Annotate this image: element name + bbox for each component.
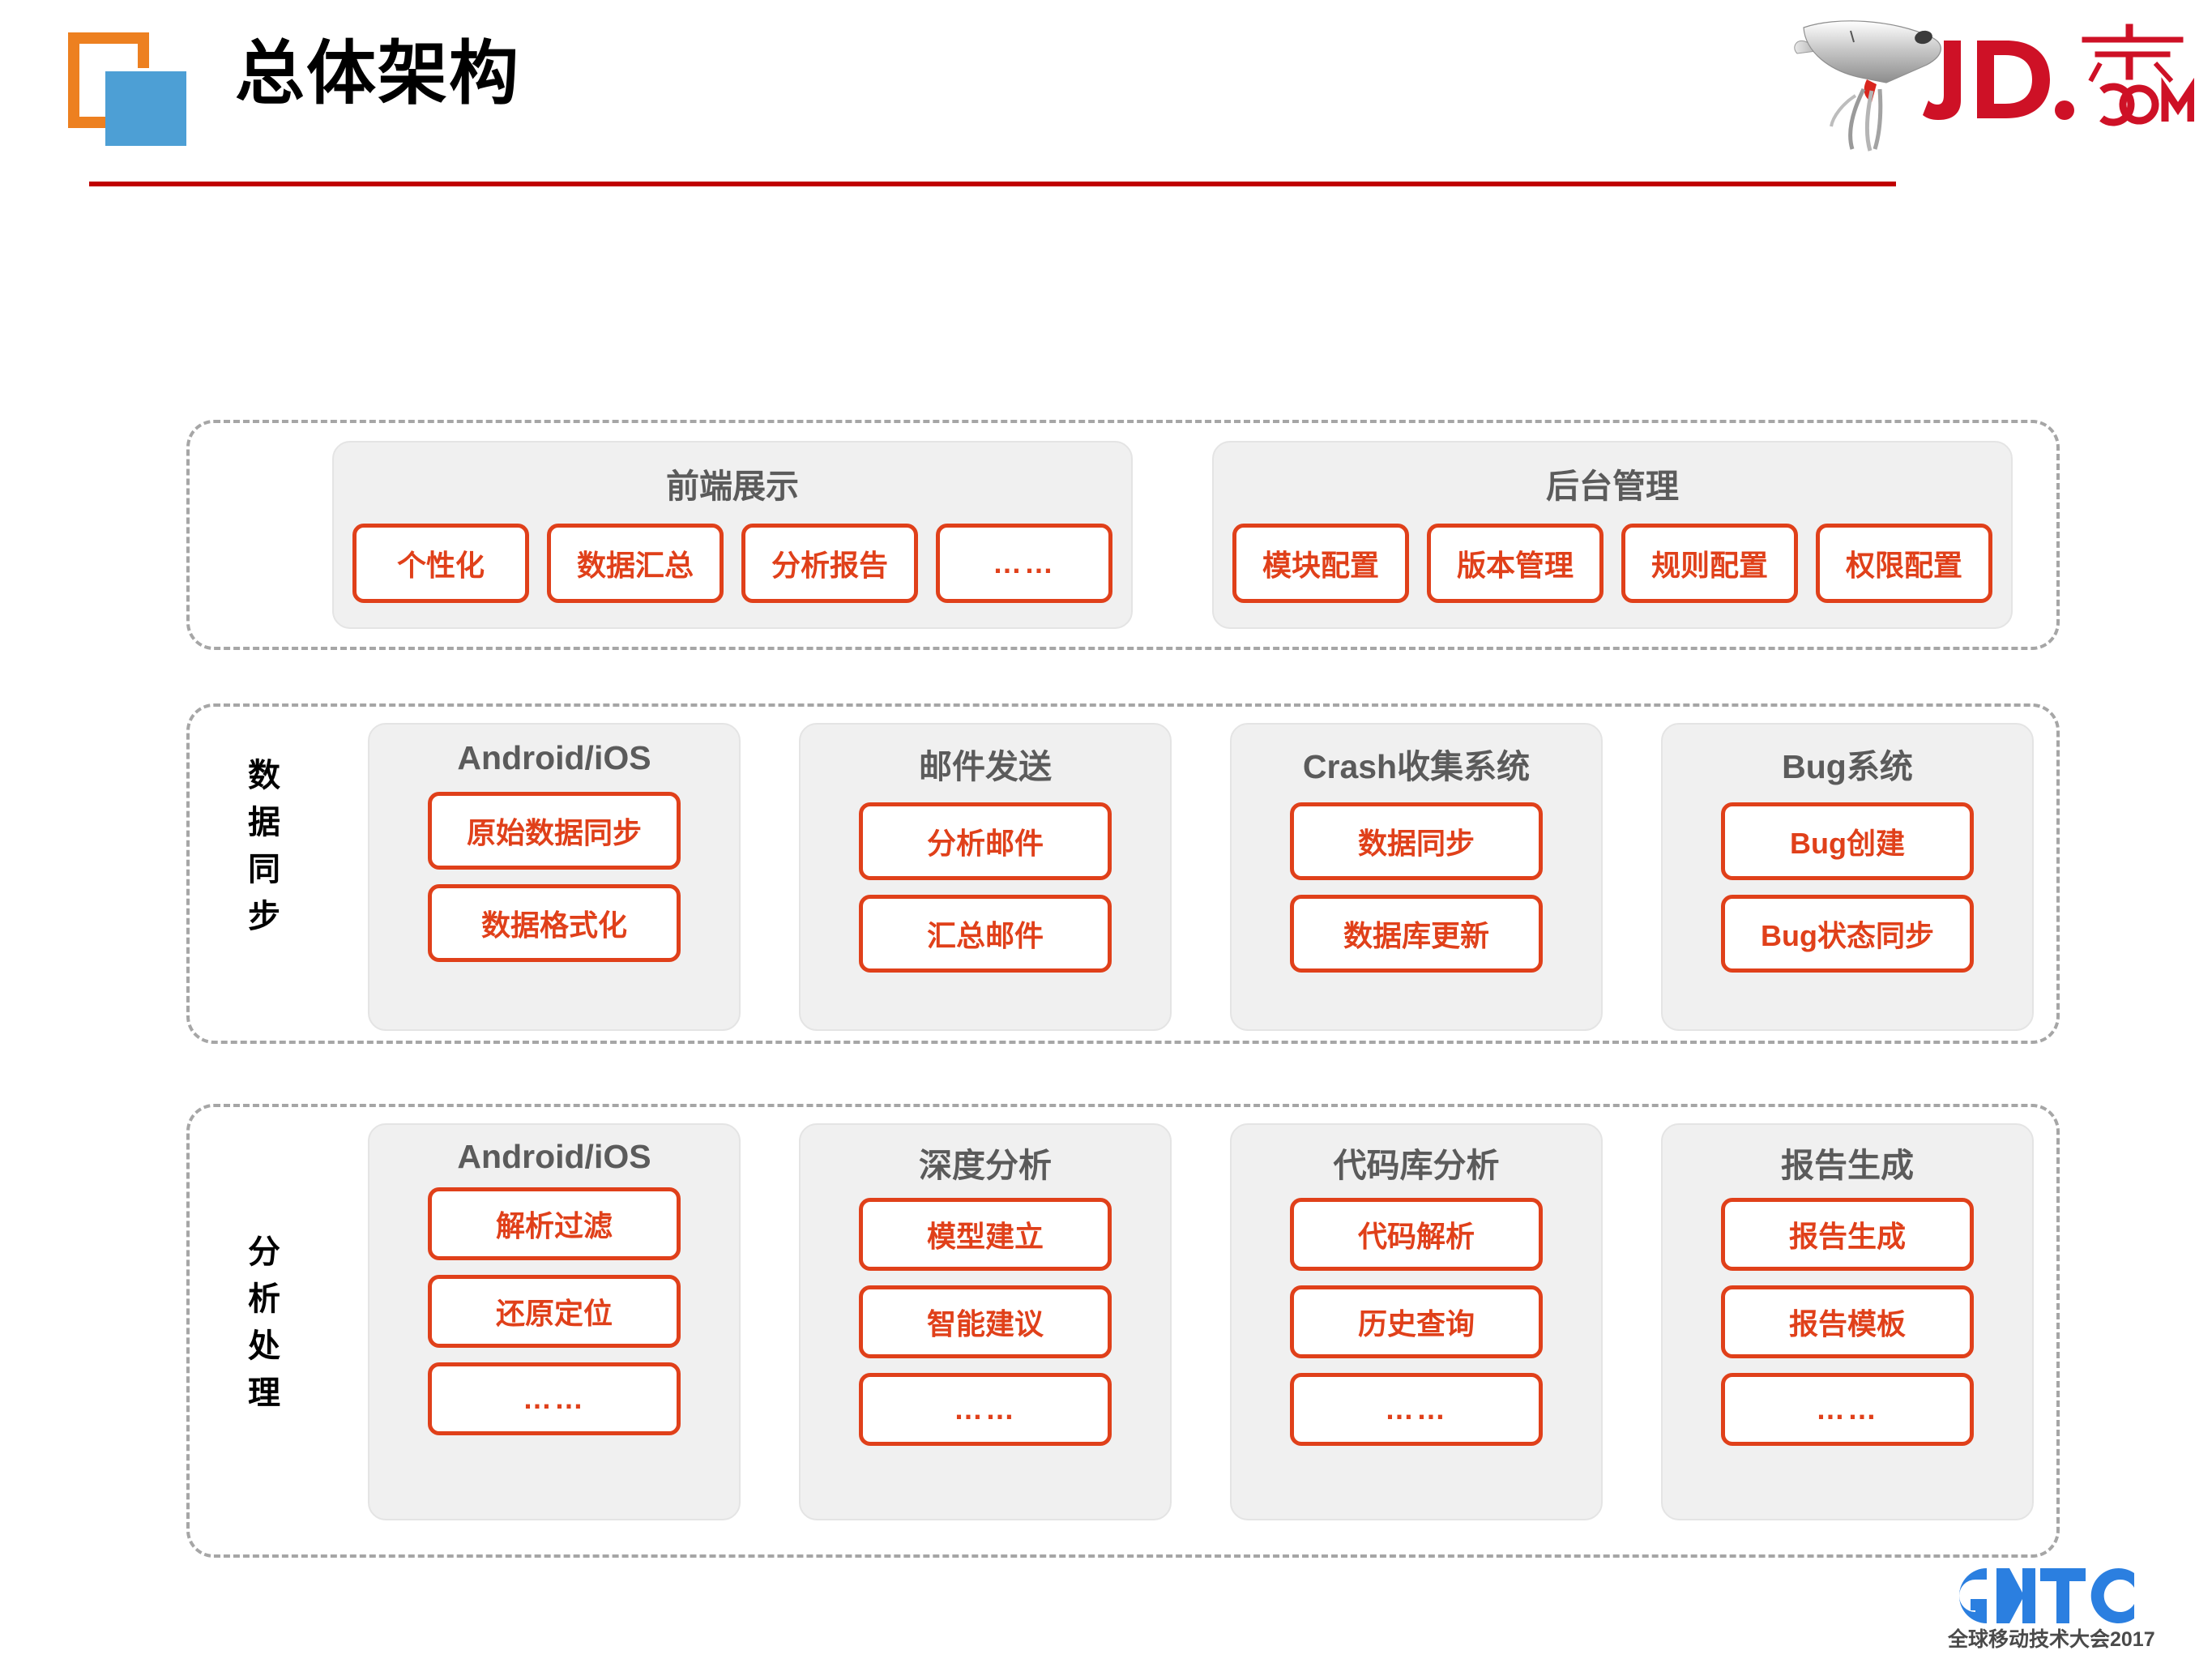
chip-item[interactable]: 解析过滤 bbox=[428, 1187, 681, 1260]
chip-item[interactable]: 数据汇总 bbox=[547, 524, 724, 603]
section-presentation-layer: 前端展示 个性化 数据汇总 分析报告 …… 后台管理 模块配置 版本管理 规则配… bbox=[186, 420, 2060, 650]
chip-item[interactable]: 模块配置 bbox=[1232, 524, 1409, 603]
group-title: 代码库分析 bbox=[1333, 1147, 1500, 1184]
chip-item-ellipsis[interactable]: …… bbox=[859, 1373, 1112, 1446]
gmtc-conference-logo: 全球移动技术大会2017 bbox=[1943, 1563, 2201, 1654]
group-mail-sending: 邮件发送 分析邮件 汇总邮件 bbox=[799, 723, 1172, 1031]
group-deep-analysis: 深度分析 模型建立 智能建议 …… bbox=[799, 1123, 1172, 1520]
chip-item[interactable]: 版本管理 bbox=[1427, 524, 1603, 603]
chip-column: 数据同步 数据库更新 bbox=[1232, 802, 1601, 973]
chip-item[interactable]: 报告模板 bbox=[1721, 1285, 1974, 1358]
chip-item[interactable]: 智能建议 bbox=[859, 1285, 1112, 1358]
chip-item[interactable]: 历史查询 bbox=[1290, 1285, 1543, 1358]
chip-item[interactable]: Bug创建 bbox=[1721, 802, 1974, 880]
chip-column: 报告生成 报告模板 …… bbox=[1663, 1198, 2032, 1446]
row-label-data-sync: 数 据 同 步 bbox=[225, 752, 303, 940]
group-title: Crash收集系统 bbox=[1302, 748, 1531, 785]
row-label-char: 数 bbox=[248, 758, 280, 793]
chip-column: Bug创建 Bug状态同步 bbox=[1663, 802, 2032, 973]
page-title: 总体架构 bbox=[235, 35, 520, 113]
chip-item[interactable]: 汇总邮件 bbox=[859, 895, 1112, 973]
group-title: 报告生成 bbox=[1781, 1147, 1914, 1184]
chip-row: 模块配置 版本管理 规则配置 权限配置 bbox=[1214, 524, 2011, 603]
group-title: 深度分析 bbox=[919, 1147, 1052, 1184]
chip-column: 模型建立 智能建议 …… bbox=[801, 1198, 1170, 1446]
group-crash-collection: Crash收集系统 数据同步 数据库更新 bbox=[1230, 723, 1603, 1031]
chip-item-ellipsis[interactable]: …… bbox=[428, 1362, 681, 1435]
title-underline-rule bbox=[89, 182, 1896, 186]
row-label-char: 理 bbox=[248, 1375, 280, 1411]
decorative-logo-mark bbox=[58, 24, 198, 154]
group-title: Android/iOS bbox=[457, 739, 651, 776]
group-title: Bug系统 bbox=[1782, 748, 1913, 785]
chip-item-ellipsis[interactable]: …… bbox=[1290, 1373, 1543, 1446]
group-backend-management: 后台管理 模块配置 版本管理 规则配置 权限配置 bbox=[1212, 441, 2013, 629]
chip-item[interactable]: 数据库更新 bbox=[1290, 895, 1543, 973]
chip-item[interactable]: 原始数据同步 bbox=[428, 792, 681, 870]
group-title: 前端展示 bbox=[666, 468, 799, 505]
group-frontend-display: 前端展示 个性化 数据汇总 分析报告 …… bbox=[332, 441, 1133, 629]
chip-item[interactable]: 报告生成 bbox=[1721, 1198, 1974, 1271]
group-android-ios-analysis: Android/iOS 解析过滤 还原定位 …… bbox=[368, 1123, 741, 1520]
row-label-char: 析 bbox=[248, 1281, 280, 1317]
group-bug-system: Bug系统 Bug创建 Bug状态同步 bbox=[1661, 723, 2034, 1031]
section-analysis-processing: 分 析 处 理 Android/iOS 解析过滤 还原定位 …… 深度分析 模型… bbox=[186, 1104, 2060, 1558]
jd-brand-logo bbox=[1773, 5, 2194, 159]
chip-item[interactable]: 权限配置 bbox=[1816, 524, 1992, 603]
chip-item-ellipsis[interactable]: …… bbox=[936, 524, 1112, 603]
section-data-sync: 数 据 同 步 Android/iOS 原始数据同步 数据格式化 邮件发送 分析… bbox=[186, 703, 2060, 1044]
row-label-char: 据 bbox=[248, 805, 280, 840]
row-label-analysis: 分 析 处 理 bbox=[225, 1229, 303, 1417]
group-report-generation: 报告生成 报告生成 报告模板 …… bbox=[1661, 1123, 2034, 1520]
row-label-char: 步 bbox=[248, 899, 280, 934]
chip-column: 解析过滤 还原定位 …… bbox=[369, 1187, 739, 1435]
chip-item[interactable]: Bug状态同步 bbox=[1721, 895, 1974, 973]
chip-column: 代码解析 历史查询 …… bbox=[1232, 1198, 1601, 1446]
chip-column: 分析邮件 汇总邮件 bbox=[801, 802, 1170, 973]
chip-item[interactable]: 数据格式化 bbox=[428, 884, 681, 962]
chip-item[interactable]: 数据同步 bbox=[1290, 802, 1543, 880]
slide-header: 总体架构 bbox=[0, 0, 2212, 203]
chip-item-ellipsis[interactable]: …… bbox=[1721, 1373, 1974, 1446]
chip-item[interactable]: 模型建立 bbox=[859, 1198, 1112, 1271]
group-title: Android/iOS bbox=[457, 1138, 651, 1175]
chip-row: 个性化 数据汇总 分析报告 …… bbox=[334, 524, 1131, 603]
gmtc-subtitle: 全球移动技术大会2017 bbox=[1947, 1627, 2155, 1651]
chip-item[interactable]: 分析报告 bbox=[741, 524, 918, 603]
group-title: 邮件发送 bbox=[919, 748, 1052, 785]
group-android-ios-sync: Android/iOS 原始数据同步 数据格式化 bbox=[368, 723, 741, 1031]
chip-item[interactable]: 还原定位 bbox=[428, 1275, 681, 1348]
chip-item[interactable]: 规则配置 bbox=[1621, 524, 1798, 603]
row-label-char: 分 bbox=[248, 1234, 280, 1270]
chip-column: 原始数据同步 数据格式化 bbox=[369, 792, 739, 962]
group-codebase-analysis: 代码库分析 代码解析 历史查询 …… bbox=[1230, 1123, 1603, 1520]
group-title: 后台管理 bbox=[1546, 468, 1679, 505]
chip-item[interactable]: 分析邮件 bbox=[859, 802, 1112, 880]
chip-item[interactable]: 个性化 bbox=[352, 524, 529, 603]
row-label-char: 处 bbox=[248, 1328, 280, 1364]
row-label-char: 同 bbox=[248, 852, 280, 887]
chip-item[interactable]: 代码解析 bbox=[1290, 1198, 1543, 1271]
